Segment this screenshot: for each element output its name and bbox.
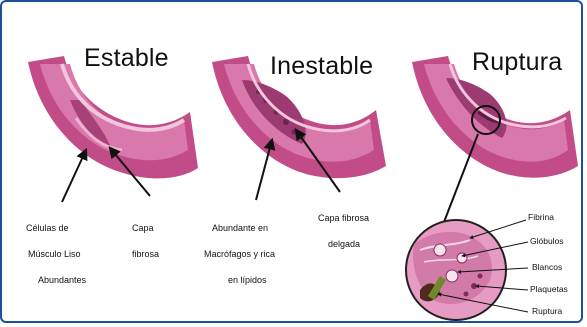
label-cells-line2: Músculo Liso: [28, 248, 81, 260]
label-cap-stable-line1: Capa: [132, 222, 154, 234]
label-macro-line2: Macrófagos y rica: [204, 248, 275, 260]
label-fibrin: Fibrina: [528, 212, 554, 223]
title-rupture: Ruptura: [472, 48, 562, 77]
vessel-section-stable: [28, 56, 198, 178]
label-white-cells-line1: Glóbulos: [530, 236, 564, 247]
title-stable: Estable: [84, 44, 169, 73]
label-cells-line1: Células de: [26, 222, 69, 234]
label-white-cells-line2: Blancos: [532, 262, 562, 273]
label-cells-line3: Abundantes: [38, 274, 86, 286]
title-unstable: Inestable: [270, 52, 373, 81]
label-macro-line3: en lípidos: [228, 274, 267, 286]
label-rupture: Ruptura: [532, 306, 562, 317]
label-cap-unstable-line2: delgada: [328, 238, 360, 250]
label-cap-unstable-line1: Capa fibrosa: [318, 212, 369, 224]
arrow-icon: [62, 150, 86, 202]
label-cap-stable-line2: fibrosa: [132, 248, 159, 260]
label-macro-line1: Abundante en: [212, 222, 268, 234]
label-platelets: Plaquetas: [530, 284, 568, 295]
